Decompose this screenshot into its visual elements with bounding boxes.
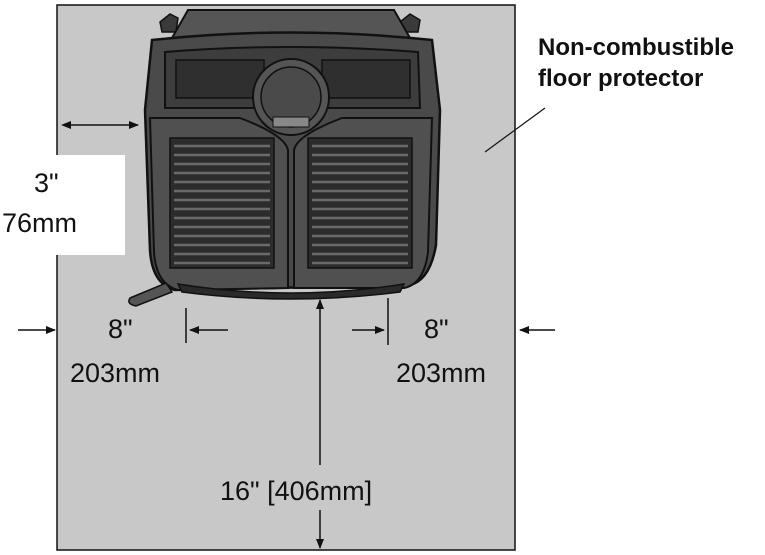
front-clearance-label: 16" [406mm] (218, 476, 375, 506)
left-side-dimension-arrows (18, 308, 228, 343)
right-side-inches: 8" (424, 314, 449, 344)
rear-clearance-mm: 76mm (2, 208, 78, 238)
stove-top-view (128, 9, 442, 307)
label-background (0, 155, 125, 255)
right-door-grille (307, 137, 413, 269)
right-side-dimension-arrows (352, 298, 555, 345)
left-side-mm: 203mm (70, 358, 161, 388)
right-side-mm: 203mm (396, 358, 487, 388)
rear-clearance-inches: 3" (34, 168, 59, 198)
door-handle (128, 282, 174, 307)
left-door-grille (169, 137, 275, 269)
callout-line-1: Non-combustible (538, 34, 734, 61)
callout-line-2: floor protector (538, 65, 704, 92)
floor-protector-callout: Non-combustible floor protector (538, 32, 734, 94)
left-side-inches: 8" (108, 314, 133, 344)
callout-leader (484, 107, 546, 153)
